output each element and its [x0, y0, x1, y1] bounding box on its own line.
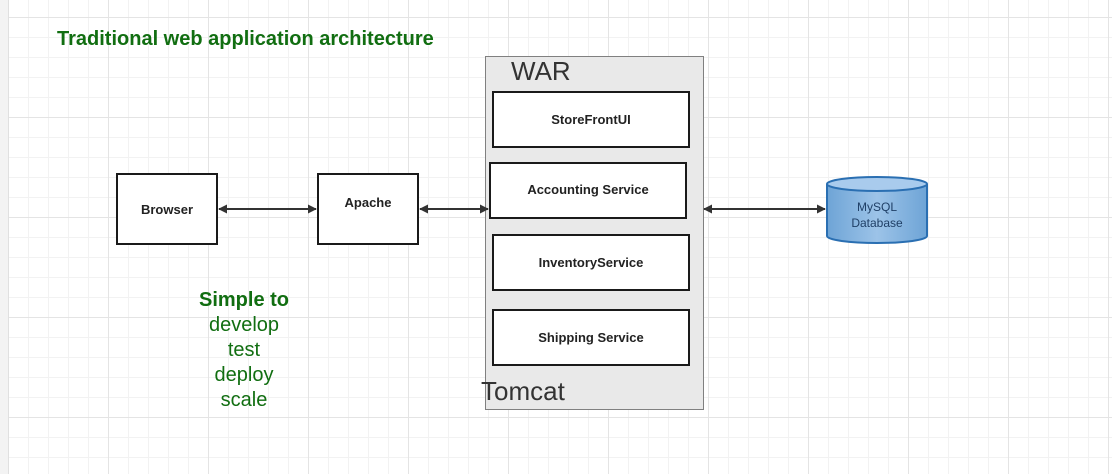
browser-node[interactable]: Browser	[116, 173, 218, 245]
database-label-line2: Database	[851, 216, 903, 230]
benefits-heading: Simple to	[198, 289, 289, 311]
war-label: WAR	[511, 56, 571, 86]
canvas-left-strip	[0, 0, 9, 474]
benefit-item-develop: develop	[208, 314, 280, 336]
storefront-ui-node[interactable]: StoreFrontUI	[492, 91, 690, 148]
benefit-item-test: test	[227, 339, 261, 361]
apache-label: Apache	[344, 195, 392, 210]
storefront-ui-label: StoreFrontUI	[551, 112, 631, 127]
database-cylinder-body	[826, 184, 928, 244]
mysql-database-node[interactable]: MySQL Database	[826, 176, 928, 244]
benefits-list: Simple to develop test deploy scale	[184, 288, 304, 413]
browser-label: Browser	[140, 201, 194, 217]
inventory-service-node[interactable]: InventoryService	[492, 234, 690, 291]
accounting-service-node[interactable]: Accounting Service	[489, 162, 687, 219]
database-cylinder-top	[826, 176, 928, 192]
shipping-service-node[interactable]: Shipping Service	[492, 309, 690, 366]
benefit-item-deploy: deploy	[214, 364, 274, 386]
benefit-item-scale: scale	[220, 389, 268, 411]
accounting-service-label: Accounting Service	[527, 182, 649, 197]
apache-node[interactable]: Apache	[317, 173, 419, 245]
tomcat-label: Tomcat	[481, 376, 565, 406]
database-label-line1: MySQL	[857, 200, 897, 214]
diagram-title: Traditional web application architecture	[57, 28, 434, 50]
shipping-service-label: Shipping Service	[538, 330, 644, 345]
inventory-service-label: InventoryService	[538, 255, 644, 270]
